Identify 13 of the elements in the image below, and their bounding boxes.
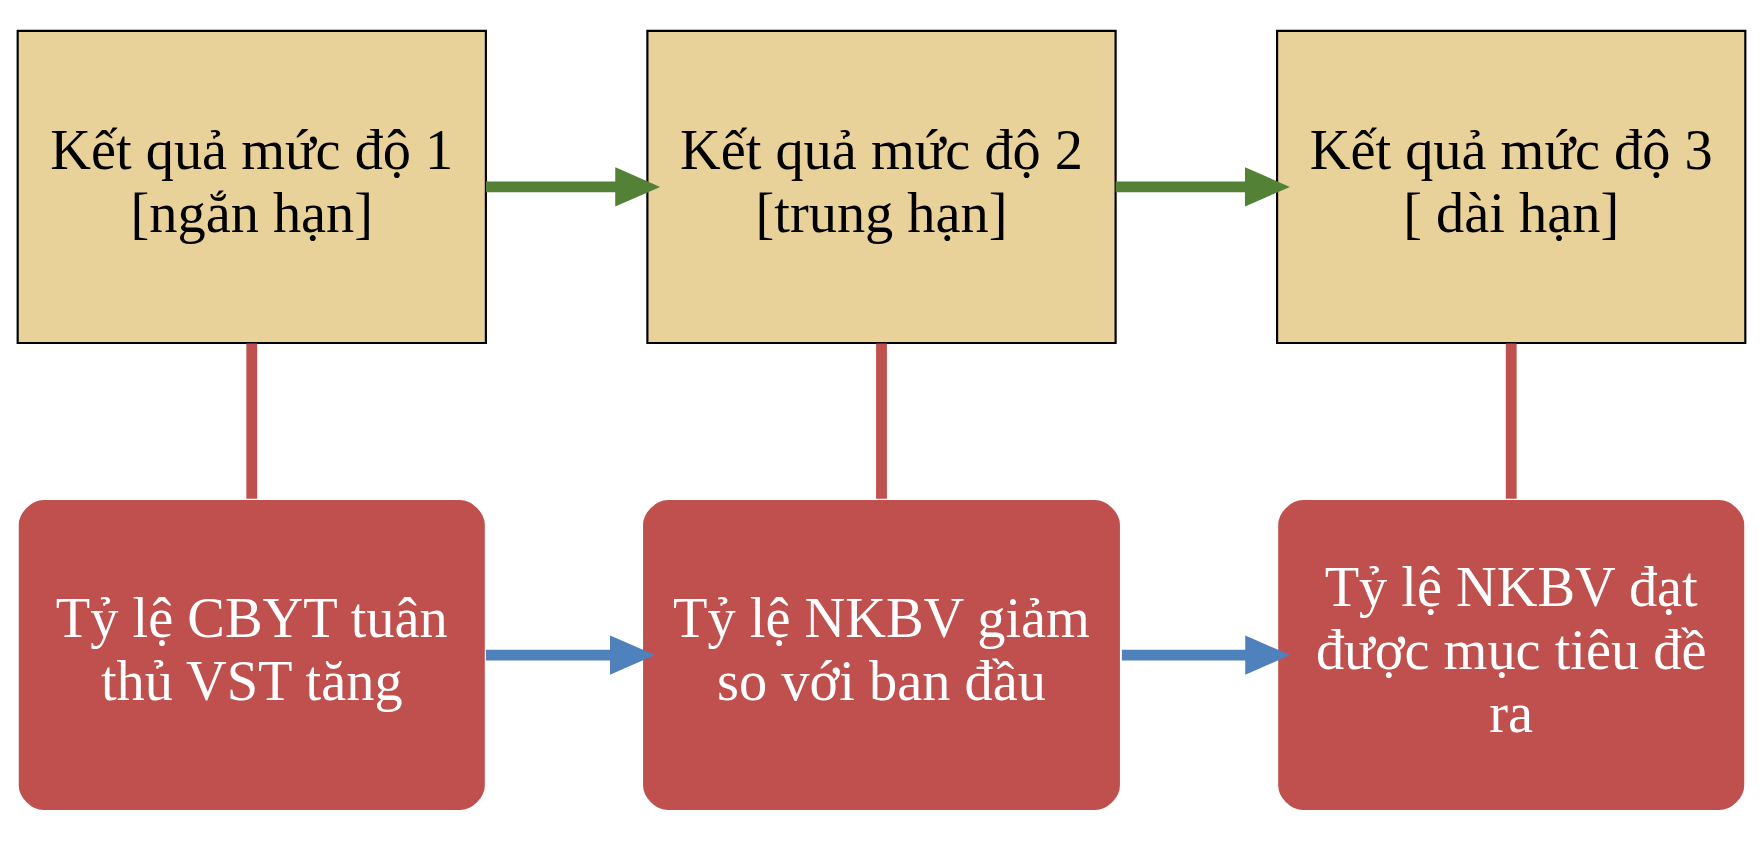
connector	[1505, 343, 1517, 499]
arrow	[485, 167, 660, 207]
node-box: Kết quả mức độ 1 [ngắn hạn]	[16, 29, 487, 345]
node-box: Tỷ lệ NKBV đạt được mục tiêu đề ra	[1275, 497, 1746, 813]
arrow	[485, 635, 655, 675]
connector	[245, 343, 257, 499]
node-box: Tỷ lệ NKBV giảm so với ban đầu	[640, 497, 1122, 813]
node-box: Kết quả mức độ 3 [ dài hạn]	[1275, 29, 1746, 345]
node-box: Kết quả mức độ 2 [trung hạn]	[645, 29, 1117, 345]
arrow	[1121, 635, 1290, 675]
arrow	[1115, 167, 1290, 207]
node-box: Tỷ lệ CBYT tuân thủ VST tăng	[16, 497, 487, 813]
connector	[875, 343, 887, 499]
